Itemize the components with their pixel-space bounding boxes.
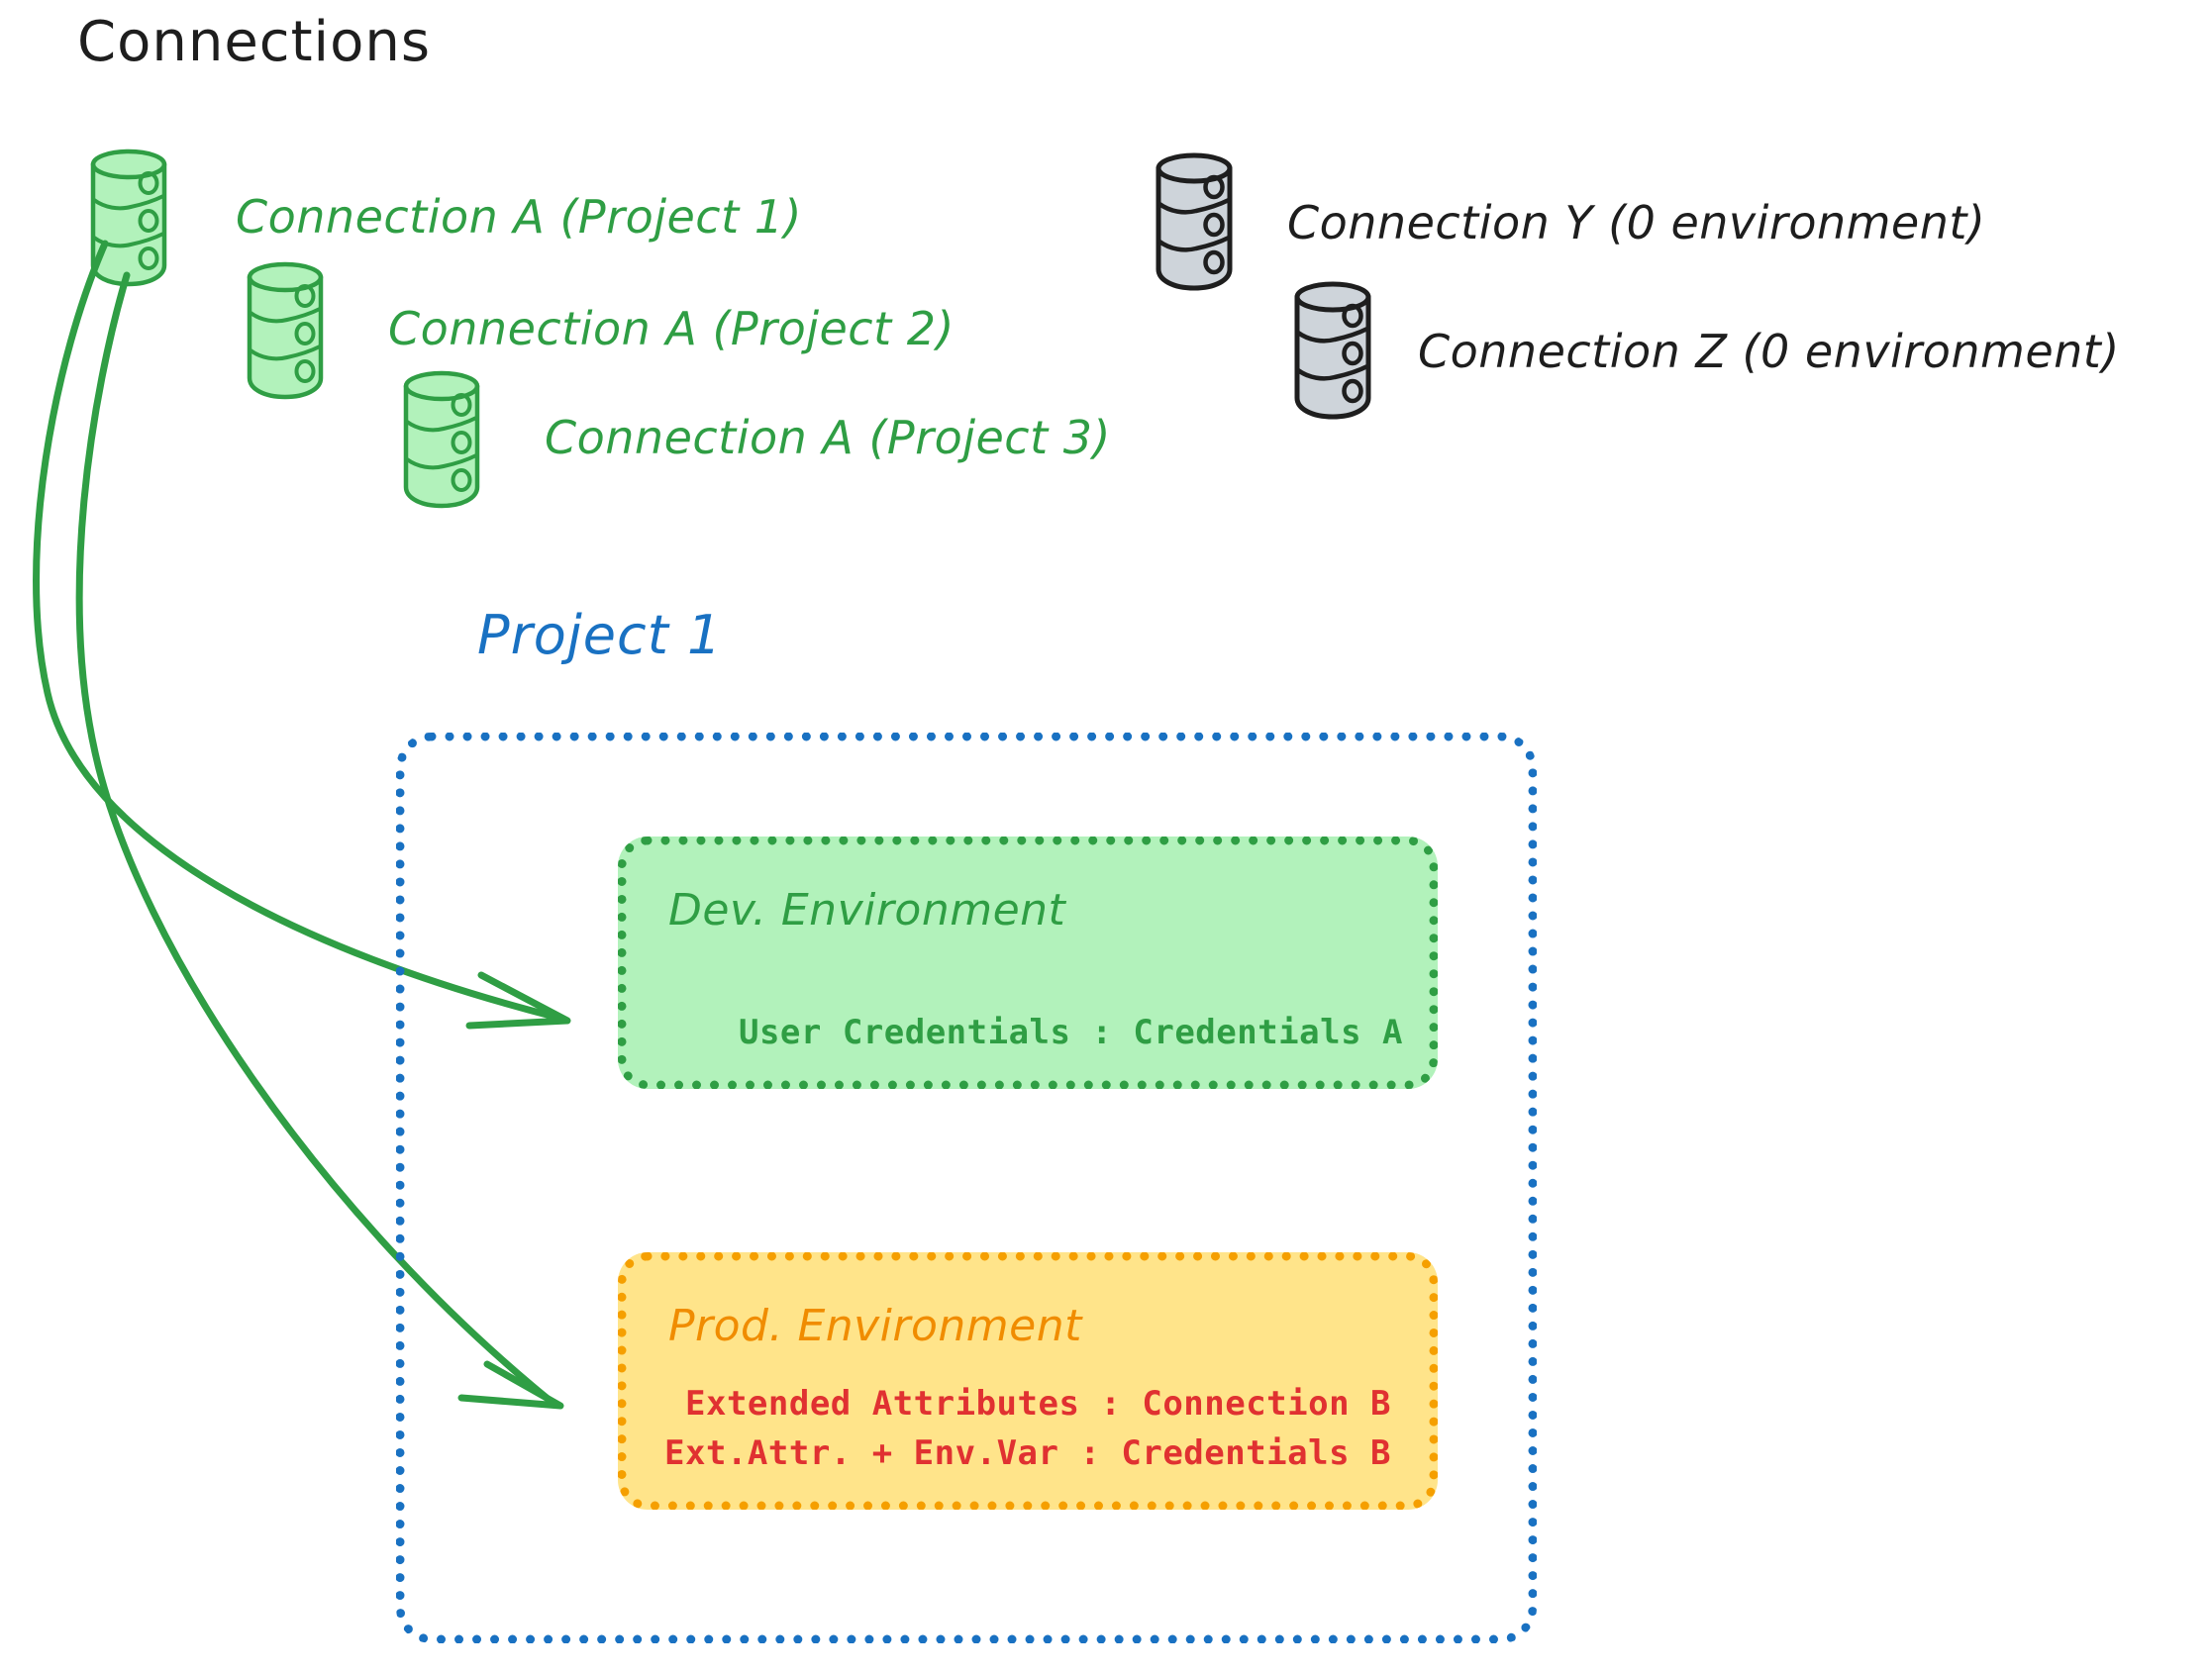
connection-label-a-project-2: Connection A (Project 2)	[388, 302, 955, 355]
database-cylinder-icon-connection-a-p2	[250, 264, 321, 397]
prod-environment-extended-attributes-line: Extended Attributes : Connection B	[685, 1384, 1391, 1424]
prod-environment-env-var-line: Ext.Attr. + Env.Var : Credentials B	[664, 1433, 1391, 1473]
project-container	[396, 733, 1537, 1643]
connection-label-z: Connection Z (0 environment)	[1418, 325, 2120, 378]
arrow-connection-a-to-prod	[75, 271, 564, 1410]
connection-label-y: Connection Y (0 environment)	[1287, 196, 1986, 249]
dev-environment-credentials-line: User Credentials : Credentials A	[738, 1013, 1403, 1052]
dev-environment-title: Dev. Environment	[668, 885, 1066, 935]
connection-label-a-project-3: Connection A (Project 3)	[545, 411, 1111, 464]
database-cylinder-icon-connection-y	[1158, 155, 1230, 288]
database-cylinder-icon-connection-a-p3	[406, 373, 477, 506]
database-cylinder-icon-connection-z	[1297, 284, 1368, 417]
dev-environment-box: Dev. Environment User Credentials : Cred…	[618, 837, 1438, 1089]
database-cylinder-icon-connection-a-p1	[93, 151, 164, 284]
connection-label-a-project-1: Connection A (Project 1)	[236, 190, 802, 244]
page-title: Connections	[77, 10, 432, 74]
arrow-connection-a-to-dev	[33, 240, 571, 1030]
project-title: Project 1	[477, 604, 723, 666]
prod-environment-box: Prod. Environment Extended Attributes : …	[618, 1252, 1438, 1510]
prod-environment-title: Prod. Environment	[668, 1301, 1082, 1351]
